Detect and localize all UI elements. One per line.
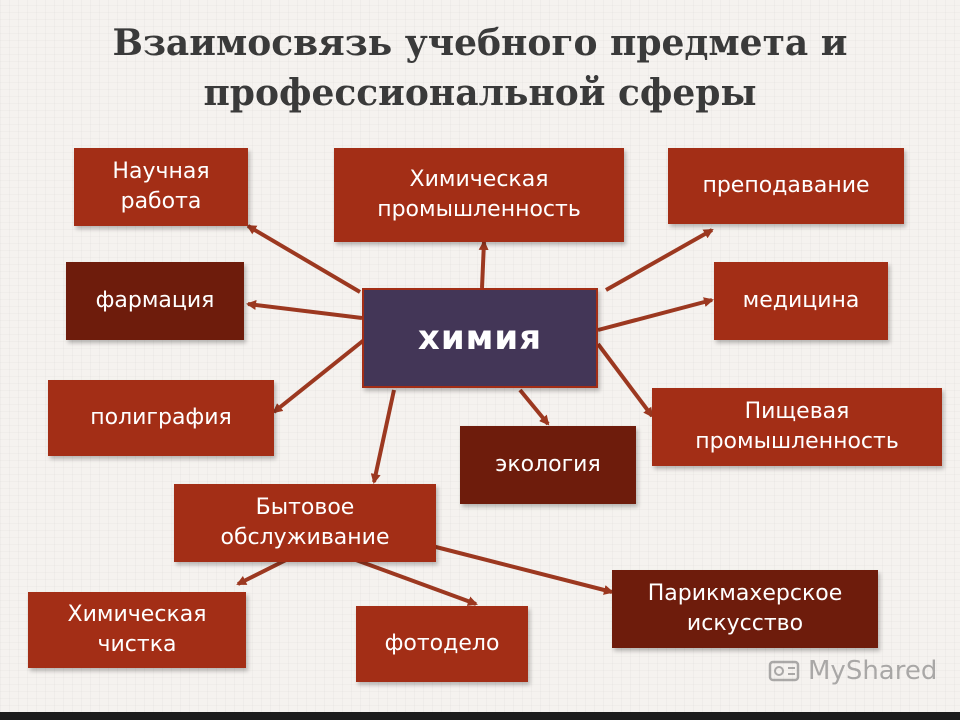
node-pishchevaya-promyshlennost: Пищевая промышленность: [652, 388, 942, 466]
node-farmatsiya-label: фармация: [95, 288, 215, 313]
node-poligrafiya-label: полиграфия: [90, 405, 232, 430]
line: Бытовое: [255, 495, 355, 520]
node-prepodavanie-label: преподавание: [702, 173, 870, 198]
node-khim-promyshlennost: Химическая промышленность: [334, 148, 624, 242]
node-ekologiya-label: экология: [495, 452, 601, 477]
bottom-bar: [0, 712, 960, 720]
node-meditsina-label: медицина: [742, 288, 860, 313]
arrow-to-khim-prom: [478, 240, 489, 289]
node-farmatsiya: фармация: [66, 262, 244, 340]
line: обслуживание: [220, 525, 390, 550]
projector-icon: [768, 660, 800, 682]
arrow-to-khim-chistka: [236, 558, 287, 586]
node-khim-chistka: Химическая чистка: [28, 592, 246, 668]
node-khim-prom-label: Химическая промышленность: [377, 165, 581, 225]
title-line-2: профессиональной сферы: [203, 72, 757, 114]
line: промышленность: [377, 197, 581, 222]
center-node-label: химия: [417, 318, 543, 358]
arrow-to-prepodavanie: [605, 228, 714, 292]
line: Научная: [112, 159, 210, 184]
watermark-text: MyShared: [808, 656, 938, 686]
node-fotodelo-label: фотоделo: [384, 631, 500, 656]
node-khim-chistka-label: Химическая чистка: [68, 600, 207, 660]
slide-title: Взаимосвязь учебного предмета и професси…: [40, 18, 920, 118]
line: Химическая: [409, 167, 549, 192]
arrow-to-poligrafiya: [272, 338, 366, 414]
node-nauchnaya-rabota: Научная работа: [74, 148, 248, 226]
node-poligrafiya: полиграфия: [48, 380, 274, 456]
center-node-khimiya: химия: [362, 288, 598, 388]
line: Химическая: [67, 602, 207, 627]
title-line-1: Взаимосвязь учебного предмета и: [112, 22, 848, 64]
line: работа: [120, 189, 202, 214]
node-nauchnaya-label: Научная работа: [112, 157, 209, 217]
node-bytovoe-label: Бытовое обслуживание: [221, 493, 390, 553]
watermark: MyShared: [768, 656, 937, 686]
arrow-to-pishchevaya: [596, 342, 654, 418]
arrow-to-parikmakherskoe: [431, 544, 614, 595]
node-pishchevaya-label: Пищевая промышленность: [695, 397, 899, 457]
line: Пищевая: [744, 399, 850, 424]
line: промышленность: [695, 429, 899, 454]
node-parikmakherskoe-iskusstvo: Парикмахерское искусство: [612, 570, 878, 648]
node-bytovoe-obsluzhivanie: Бытовое обслуживание: [174, 484, 436, 562]
arrow-to-ekologiya: [518, 388, 550, 426]
node-fotodelo: фотоделo: [356, 606, 528, 682]
line: Парикмахерское: [647, 581, 843, 606]
node-ekologiya: экология: [460, 426, 636, 504]
arrow-to-bytovoe: [370, 389, 396, 484]
node-parikmakherskoe-label: Парикмахерское искусство: [648, 579, 843, 639]
node-meditsina: медицина: [714, 262, 888, 340]
line: чистка: [97, 632, 177, 657]
arrow-to-farmatsiya: [246, 300, 363, 320]
arrow-to-meditsina: [597, 297, 714, 332]
node-prepodavanie: преподавание: [668, 148, 904, 224]
arrow-to-fotodelo: [355, 558, 478, 606]
arrow-to-nauchnaya: [246, 224, 362, 294]
line: искусство: [686, 611, 804, 636]
